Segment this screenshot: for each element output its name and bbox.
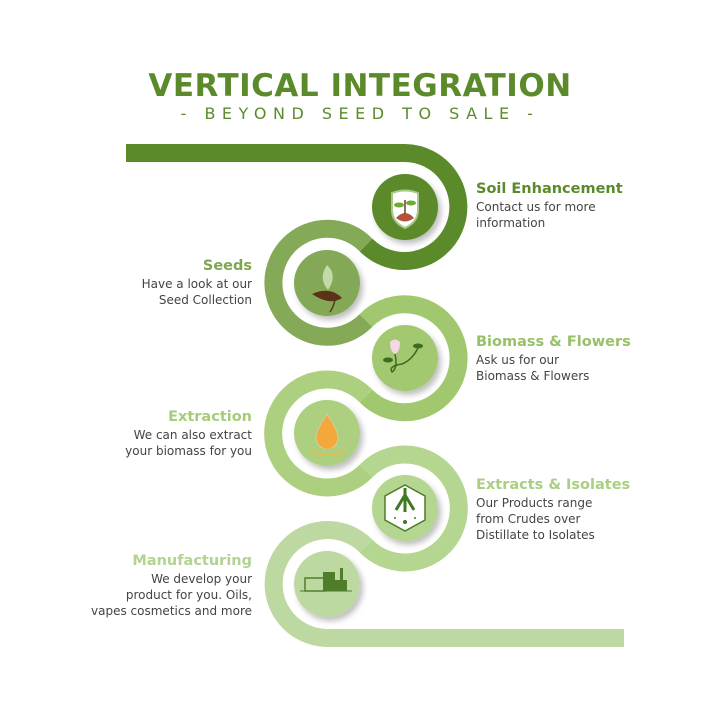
- oil-drop-icon: [294, 400, 360, 466]
- path-segment-biomass: [359, 295, 468, 422]
- step-title: Extracts & Isolates: [476, 477, 631, 493]
- step-title: Soil Enhancement: [476, 181, 623, 197]
- path-segment-soil: [126, 144, 468, 270]
- path-segment-extracts: [359, 445, 468, 572]
- flower-icon: [372, 325, 438, 391]
- step-title: Extraction: [168, 409, 252, 425]
- step-title: Biomass & Flowers: [476, 334, 631, 350]
- seed-sprout-icon: [294, 250, 360, 316]
- page-title: VERTICAL INTEGRATION: [148, 68, 572, 104]
- path-segment-manufacturing: [264, 521, 624, 647]
- path-segment-extraction: [264, 370, 373, 497]
- hexagon-leaf-icon: [372, 475, 438, 541]
- path-segment-seeds: [264, 219, 373, 346]
- page-subtitle: - BEYOND SEED TO SALE -: [180, 104, 540, 123]
- soil-shield-icon: [372, 174, 438, 240]
- factory-icon: [294, 551, 360, 617]
- step-title: Manufacturing: [132, 553, 252, 569]
- step-title: Seeds: [202, 258, 252, 274]
